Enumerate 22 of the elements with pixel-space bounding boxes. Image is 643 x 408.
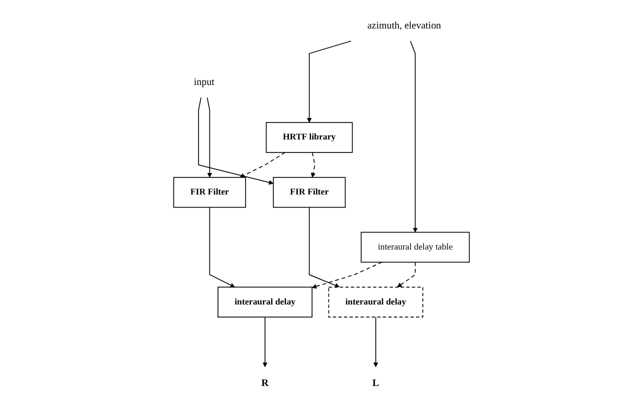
arrow bbox=[410, 40, 418, 232]
arrow bbox=[312, 262, 382, 289]
arrow bbox=[397, 262, 416, 288]
node-text: R bbox=[261, 376, 269, 388]
node-box: interaural delay table bbox=[360, 232, 470, 263]
node-box: HRTF library bbox=[266, 122, 353, 153]
node-text: azimuth, elevation bbox=[367, 19, 442, 30]
arrow bbox=[373, 316, 378, 368]
arrow bbox=[240, 152, 286, 178]
arrow bbox=[198, 97, 274, 185]
arrow bbox=[310, 152, 316, 178]
arrow bbox=[206, 97, 212, 178]
node-box: FIR Filter bbox=[272, 176, 346, 208]
node-box: interaural delay bbox=[218, 286, 312, 318]
arrow bbox=[306, 40, 352, 123]
node-box: interaural delay bbox=[328, 286, 424, 318]
node-text: input bbox=[194, 76, 214, 88]
node-box: FIR Filter bbox=[173, 176, 246, 208]
arrow bbox=[262, 316, 268, 368]
node-text: L bbox=[372, 376, 380, 388]
arrow bbox=[209, 206, 236, 288]
arrow bbox=[308, 206, 340, 288]
